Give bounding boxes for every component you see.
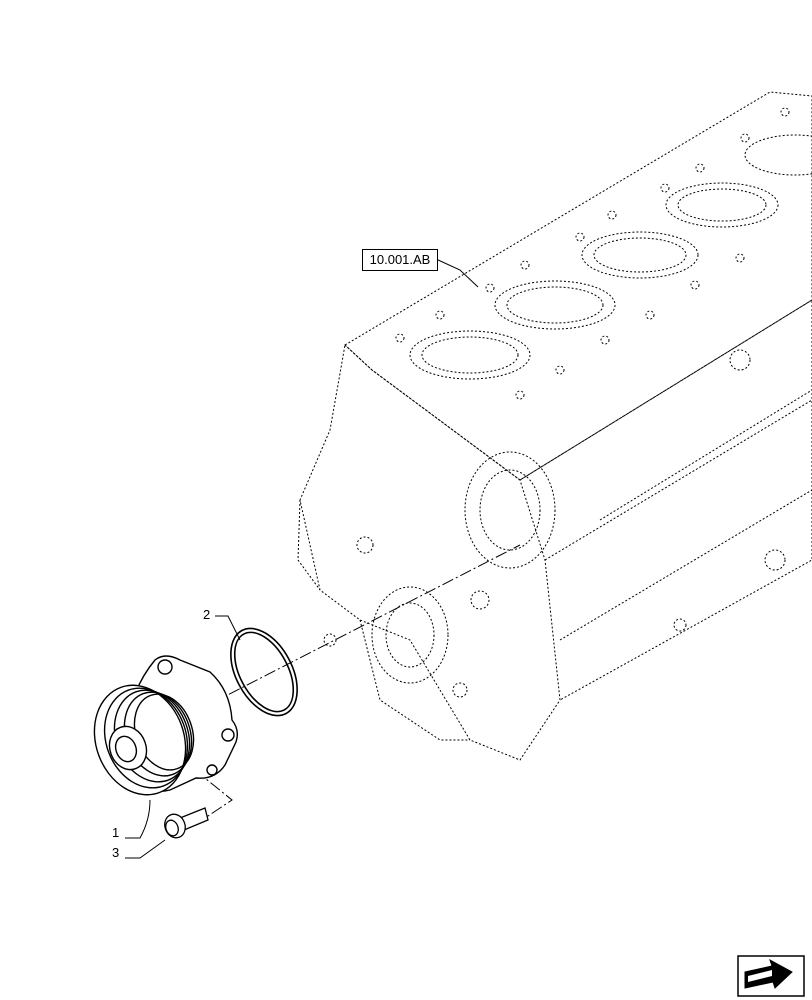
engine-block — [297, 91, 812, 761]
callout-part-3: 3 — [112, 845, 120, 860]
o-ring-seal — [230, 627, 298, 717]
leader-lines — [125, 258, 479, 859]
next-page-arrow-icon[interactable] — [737, 955, 805, 997]
flange-bolt — [164, 807, 209, 839]
callout-part-2: 2 — [203, 607, 211, 622]
water-pump — [93, 655, 239, 796]
callout-part-1: 1 — [112, 825, 120, 840]
reference-label-box[interactable]: 10.001.AB — [362, 249, 438, 271]
